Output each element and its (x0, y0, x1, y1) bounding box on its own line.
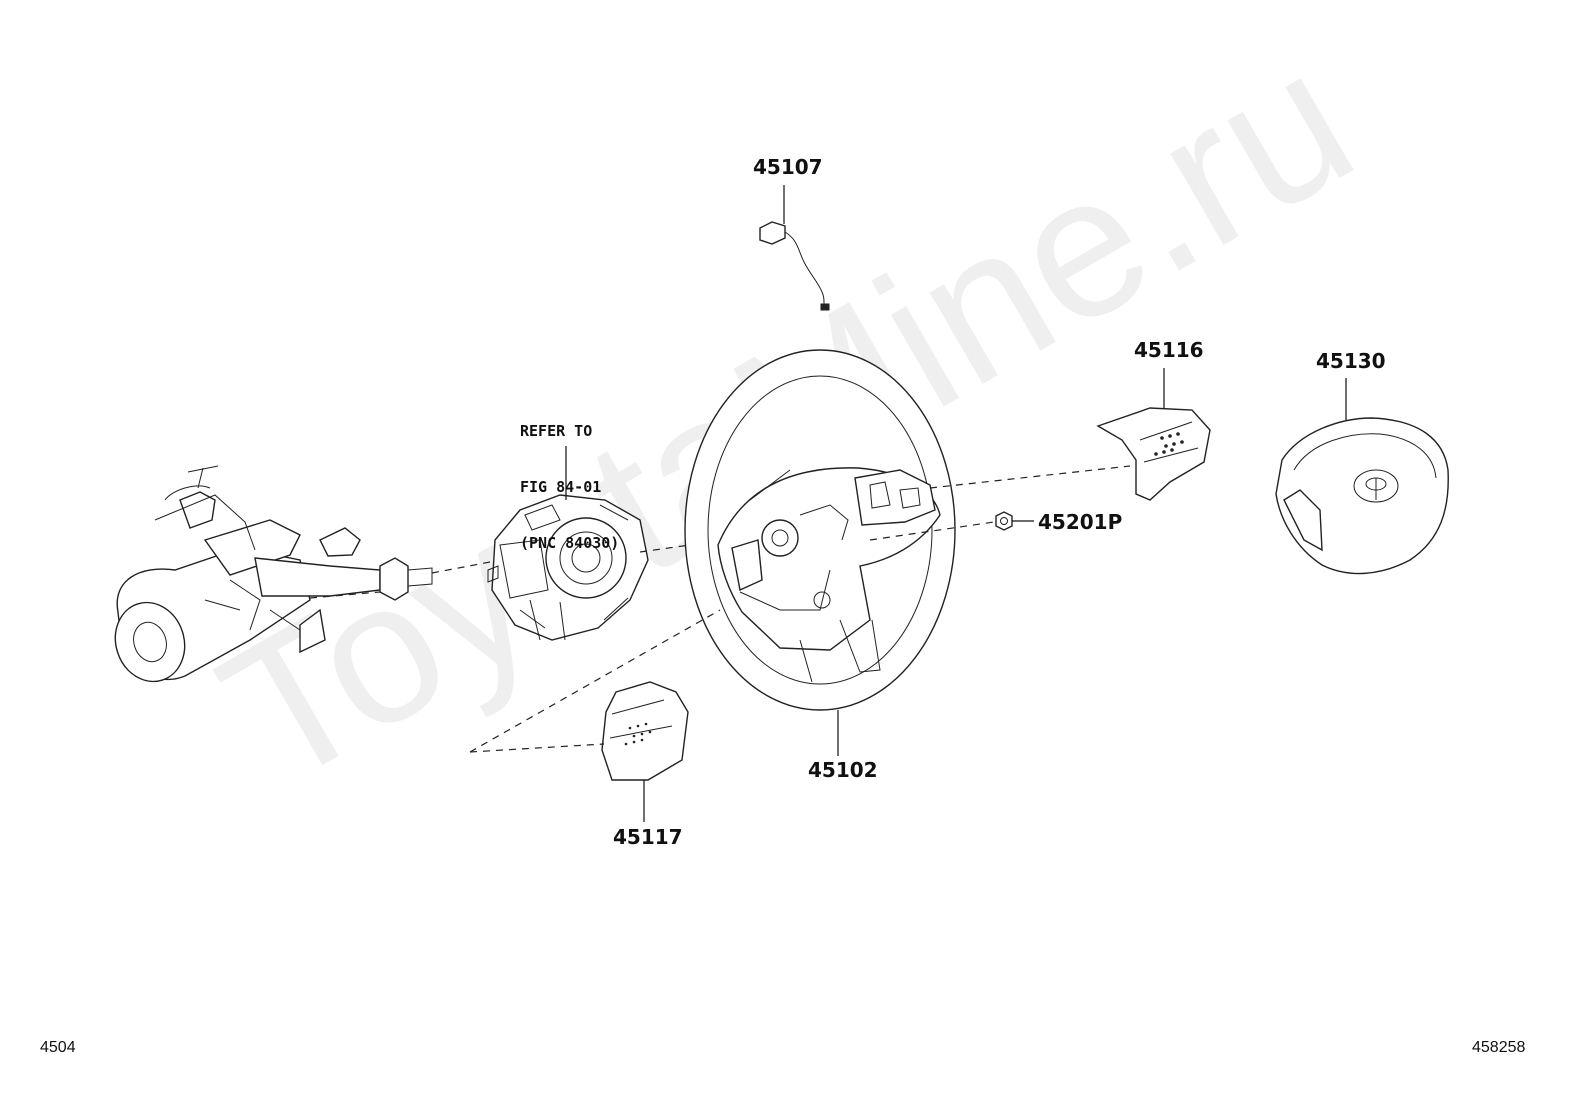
garnish-left (601, 681, 689, 781)
callout-45116: 45116 (1134, 338, 1204, 362)
horn-pad-airbag (1275, 417, 1449, 575)
steering-wheel (684, 349, 956, 711)
callout-45201p: 45201P (1038, 510, 1123, 534)
refer-note-line-1: REFER TO (520, 421, 593, 440)
image-code: 458258 (1472, 1039, 1526, 1056)
callout-45117: 45117 (613, 825, 683, 849)
callout-45107: 45107 (753, 155, 823, 179)
pad-switch-wire (759, 221, 830, 311)
refer-note-line-2: FIG 84-01 (520, 477, 602, 496)
garnish-right (1096, 407, 1211, 501)
refer-note: REFER TO FIG 84-01 (PNC 84030) (520, 384, 619, 572)
spiral-cable-assembly (487, 494, 649, 641)
figure-code: 4504 (40, 1039, 76, 1056)
nut (995, 511, 1013, 531)
steering-column (114, 465, 433, 683)
refer-note-line-3: (PNC 84030) (520, 534, 620, 552)
callout-45102: 45102 (808, 758, 878, 782)
leader-lines (565, 185, 1347, 822)
assembly-dashed-lines (309, 465, 1131, 753)
callout-45130: 45130 (1316, 349, 1386, 373)
